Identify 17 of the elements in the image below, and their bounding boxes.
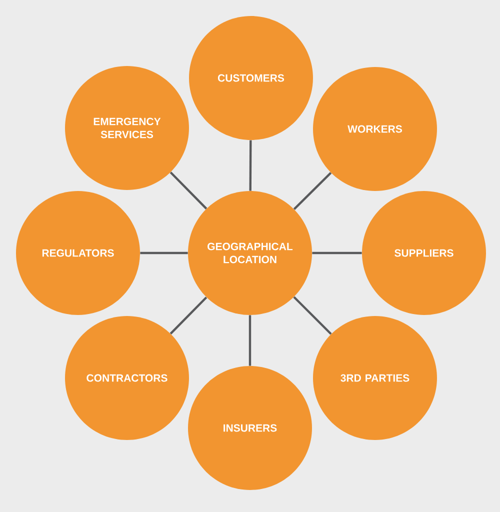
connector-line xyxy=(170,172,208,210)
connector-line xyxy=(249,140,252,191)
connector-line xyxy=(248,315,252,366)
circle-node: EMERGENCY SERVICES xyxy=(65,66,189,190)
connector-line xyxy=(293,296,332,335)
circle-node: SUPPLIERS xyxy=(362,191,486,315)
circle-node: INSURERS xyxy=(188,366,312,490)
circle-node: REGULATORS xyxy=(16,191,140,315)
circle-node: CUSTOMERS xyxy=(189,16,313,140)
circle-node: GEOGRAPHICAL LOCATION xyxy=(188,191,312,315)
connector-line xyxy=(140,252,188,254)
connector-line xyxy=(293,172,332,210)
connector-line xyxy=(312,252,362,254)
circle-node: WORKERS xyxy=(313,67,437,191)
circle-node: CONTRACTORS xyxy=(65,316,189,440)
connector-line xyxy=(170,296,208,334)
circle-node: 3RD PARTIES xyxy=(313,316,437,440)
